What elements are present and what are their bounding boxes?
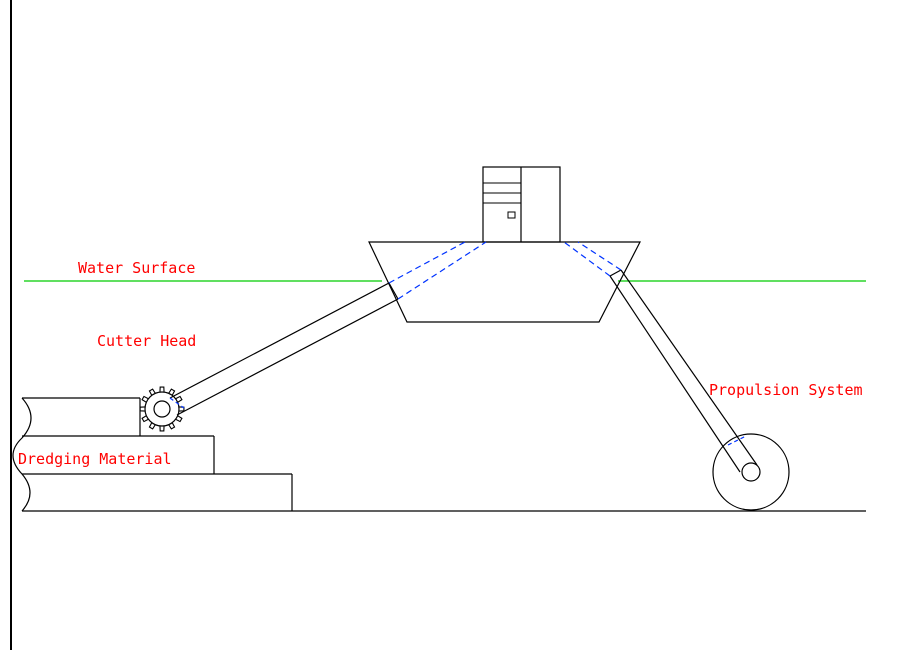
gear-tooth bbox=[168, 388, 176, 396]
cutter-head-gear-icon bbox=[139, 386, 185, 432]
gear-tooth bbox=[148, 388, 156, 396]
gear-tooth bbox=[159, 425, 165, 432]
gear-tooth bbox=[141, 415, 149, 423]
cutter-head-label: Cutter Head bbox=[97, 332, 196, 350]
gear-tooth bbox=[159, 386, 165, 393]
dredging-material-blocks bbox=[12, 397, 293, 512]
propulsion-arm-hidden-lines bbox=[563, 241, 747, 446]
propulsion-system-label: Propulsion System bbox=[709, 381, 863, 399]
propulsion-arm bbox=[609, 269, 758, 473]
gear-tooth bbox=[175, 415, 183, 423]
gear-tooth bbox=[178, 406, 185, 412]
dredging-material-label: Dredging Material bbox=[18, 450, 172, 468]
propulsion-wheel-icon bbox=[712, 433, 790, 511]
cutter-arm-hidden-lines bbox=[388, 241, 487, 300]
boat-hull bbox=[368, 241, 641, 323]
gear-tooth bbox=[139, 406, 146, 412]
gear-tooth bbox=[168, 422, 176, 430]
cabin bbox=[482, 166, 561, 243]
gear-tooth bbox=[148, 422, 156, 430]
cutter-head-hidden-line bbox=[169, 397, 185, 409]
gear-tooth bbox=[175, 395, 183, 403]
water-surface-label: Water Surface bbox=[78, 259, 195, 277]
cabin-window-icon bbox=[507, 211, 516, 219]
cutter-arm bbox=[169, 282, 399, 416]
gear-tooth bbox=[141, 395, 149, 403]
